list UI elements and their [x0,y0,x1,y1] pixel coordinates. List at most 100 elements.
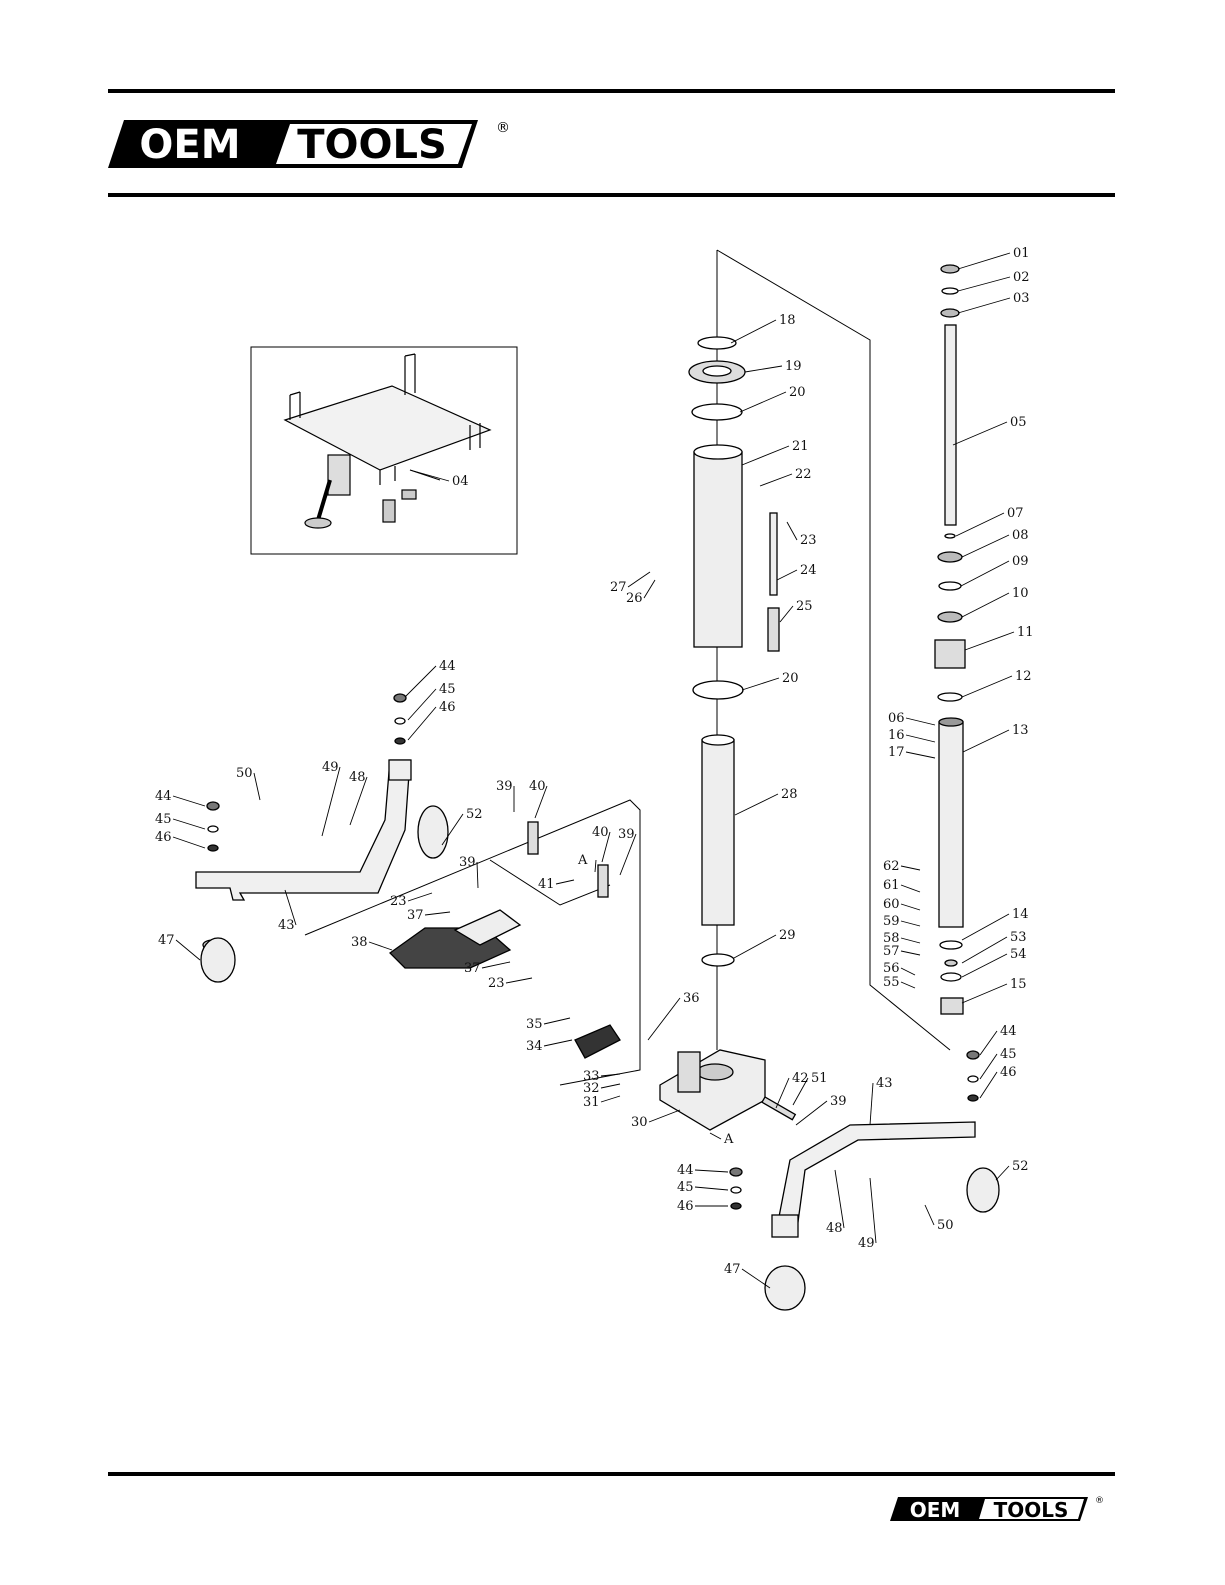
part-leader-line [322,767,340,836]
part-leader-line [649,1110,680,1122]
logo-oem-text: OEM [139,122,240,168]
part-leader-line [408,707,436,740]
part-label: 43 [876,1076,893,1091]
part-label: 20 [789,385,806,400]
part-leader-line [901,904,920,910]
part-leader-line [787,522,797,540]
part-label: 41 [538,877,555,892]
part-label: 54 [1010,947,1027,962]
part-label: 57 [883,944,900,959]
header-logo: OEM TOOLS ® [108,120,510,168]
part-leader-line [776,1078,789,1108]
central-column [689,337,779,966]
footer-registered-mark: ® [1095,1496,1104,1506]
part-label: 42 [792,1071,809,1086]
part-leader-line [777,570,797,580]
part-label: 43 [278,918,295,933]
part-label: 26 [626,591,643,606]
part-label: 60 [883,897,900,912]
part-leader-line [870,1083,873,1125]
part-leader-line [695,1187,728,1190]
part-label: 58 [883,931,900,946]
part-leader-line [956,513,1004,536]
part-label: 62 [883,859,900,874]
part-label: 52 [466,807,483,822]
part-label: 16 [888,728,905,743]
part-label: 39 [830,1094,847,1109]
part-leader-line [710,1133,721,1139]
part-label: 36 [683,991,700,1006]
base-and-pump [575,1025,795,1130]
part-leader-line [735,794,778,815]
part-label: 48 [826,1221,843,1236]
part-label: 22 [795,467,812,482]
part-leader-line [425,912,450,915]
part-label: 27 [610,580,627,595]
part-label: 48 [349,770,366,785]
part-leader-line [556,880,574,884]
part-label: 02 [1013,270,1030,285]
part-label: 37 [464,961,481,976]
logo-registered-mark: ® [496,120,510,136]
part-leader-line [996,1166,1009,1180]
part-label: 13 [1012,723,1029,738]
part-label: 39 [459,855,476,870]
part-leader-line [601,1096,620,1102]
part-leader-line [482,962,510,968]
part-label: 61 [883,878,900,893]
part-label: 10 [1012,586,1029,601]
part-label: 30 [631,1115,648,1130]
part-label: 34 [526,1039,543,1054]
part-leader-line [925,1205,934,1225]
part-leader-line [628,572,650,587]
part-label: 51 [811,1071,828,1086]
part-label: 09 [1012,554,1029,569]
part-leader-line [901,921,920,926]
part-leader-line [958,298,1010,313]
part-label: 55 [883,975,900,990]
part-leader-line [961,561,1009,586]
part-label: 05 [1010,415,1027,430]
part-label: 44 [155,789,172,804]
part-leader-line [962,914,1009,940]
part-label: 21 [792,439,809,454]
part-label: 45 [155,812,172,827]
part-leader-line [410,470,449,481]
part-leader-line [745,366,782,372]
part-label: 44 [677,1163,694,1178]
part-label: 56 [883,961,900,976]
part-label: 45 [439,682,456,697]
part-label: 44 [439,659,456,674]
part-leader-line [901,982,915,988]
part-leader-line [408,893,432,901]
footer-logo: OEM TOOLS ® [890,1496,1104,1522]
part-label: 06 [888,711,905,726]
part-leader-line [740,392,786,412]
part-label: 46 [439,700,456,715]
part-leader-line [544,1018,570,1024]
part-leader-line [962,937,1007,963]
part-label: 45 [677,1180,694,1195]
part-label: 46 [1000,1065,1017,1080]
part-label: 52 [1012,1159,1029,1174]
part-label: 17 [888,745,905,760]
right-leg [730,1051,999,1310]
part-leader-line [953,422,1007,445]
part-leader-line [644,580,655,598]
part-label: 40 [592,825,609,840]
part-leader-line [962,984,1007,1003]
part-label: 23 [390,894,407,909]
part-leader-line [901,885,920,892]
part-label: 59 [883,914,900,929]
part-label: 39 [496,779,513,794]
logo-tools-text: TOOLS [297,122,447,168]
part-label: 04 [452,474,469,489]
part-leader-line [742,446,789,465]
part-label: 39 [618,827,635,842]
part-label: 01 [1013,246,1030,261]
part-leader-line [901,938,920,943]
part-leader-line [405,666,436,697]
part-label: 19 [785,359,802,374]
part-leader-line [980,1031,997,1055]
part-leader-line [408,689,436,720]
